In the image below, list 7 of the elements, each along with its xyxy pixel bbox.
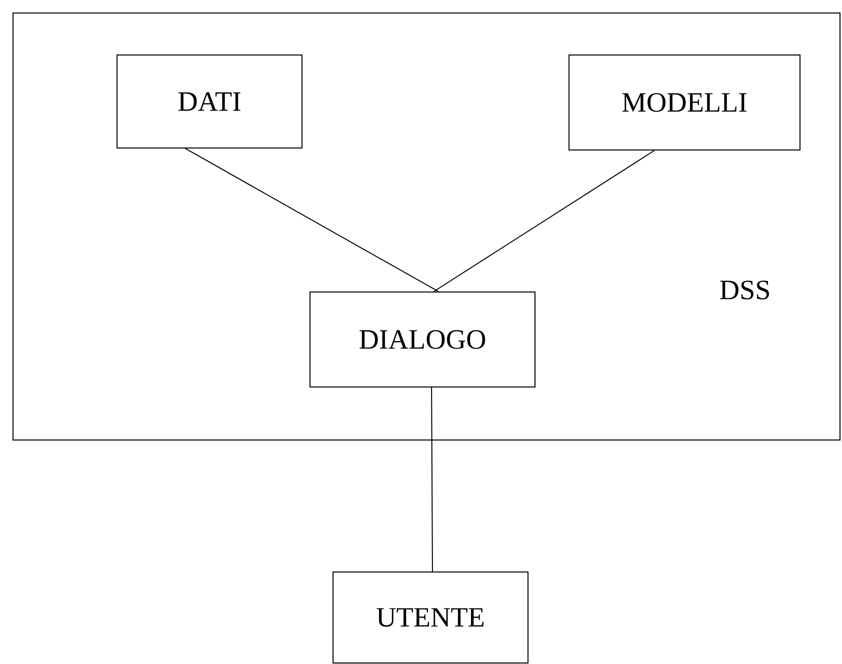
component-box: DATI (116, 54, 302, 148)
component-box: MODELLI (568, 54, 800, 150)
connector-line (433, 150, 655, 292)
component-box: DIALOGO (310, 292, 536, 388)
component-box: UTENTE (332, 572, 528, 664)
connector-line (431, 387, 433, 572)
connector-line (184, 148, 439, 292)
